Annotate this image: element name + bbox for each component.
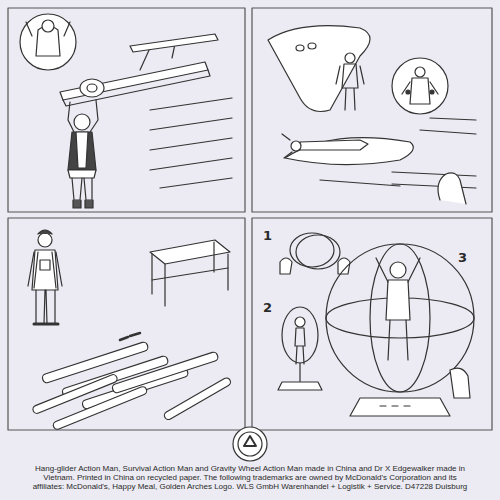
- survival-raft: [28, 230, 232, 430]
- survival-raft-part: [120, 333, 140, 340]
- survival-raft-part-part: [111, 351, 218, 394]
- hang-glider-bar-part: [73, 200, 93, 208]
- gravity-wheel-part: [278, 363, 322, 390]
- hang-glider-bar-part: [63, 70, 210, 106]
- panel-frames-part: [252, 218, 492, 430]
- survival-raft-part: [38, 233, 52, 247]
- recycle-logo: [233, 427, 267, 461]
- glider-wing-part: [406, 90, 410, 94]
- hang-glider-bar-part: [130, 34, 218, 52]
- panel-frames: [8, 8, 492, 430]
- gravity-wheel-part: [370, 244, 430, 392]
- survival-raft-part: [152, 268, 228, 280]
- gravity-wheel-part: [295, 317, 305, 327]
- hang-glider-bar-part: [74, 114, 90, 130]
- glider-wing-part: [438, 173, 466, 204]
- survival-raft-part-part: [52, 386, 148, 431]
- glider-wing-part: [420, 118, 476, 134]
- hang-glider-bar-part: [26, 22, 70, 36]
- gravity-wheel-part: [295, 328, 305, 364]
- gravity-wheel-part: [376, 258, 420, 360]
- panel-frames-part: [8, 8, 245, 212]
- survival-raft-part-part: [163, 377, 232, 421]
- callout-number: 1: [263, 228, 272, 243]
- glider-wing-part: [430, 90, 434, 94]
- gravity-wheel-part: [296, 235, 340, 269]
- glider-wing-part: [402, 78, 438, 104]
- gravity-wheel-part: [390, 262, 406, 278]
- glider-wing-part: [291, 141, 301, 151]
- gravity-wheel-part: [350, 398, 450, 416]
- gravity-wheel-part: [380, 405, 410, 406]
- gravity-wheel-part: [450, 368, 470, 398]
- callout-number: 2: [263, 300, 272, 315]
- recycle-logo-part: [233, 427, 267, 461]
- survival-raft-part: [34, 323, 58, 326]
- glider-wing-part: [415, 67, 425, 77]
- footer-note: Hang-glider Action Man, Survival Action …: [30, 464, 470, 491]
- survival-raft-part: [36, 290, 55, 324]
- survival-raft-part: [32, 250, 58, 290]
- gravity-wheel-part: [282, 307, 318, 363]
- hang-glider-bar-part: [80, 79, 104, 97]
- survival-raft-part: [28, 252, 62, 286]
- panel-frames-part: [8, 218, 245, 430]
- recycle-logo-part: [244, 436, 256, 446]
- glider-wing-part: [285, 138, 413, 165]
- glider-wing-part: [392, 58, 448, 114]
- survival-raft-part-part: [41, 341, 148, 384]
- glider-wing-part: [308, 43, 316, 49]
- glider-wing: [268, 26, 476, 204]
- glider-wing-part: [336, 64, 364, 110]
- survival-raft-part: [32, 341, 232, 430]
- survival-raft-part: [34, 252, 56, 288]
- hang-glider-bar: [20, 14, 232, 208]
- gravity-wheel-part: [386, 280, 410, 320]
- panel-frames-part: [252, 8, 492, 212]
- glider-wing-part: [345, 53, 355, 63]
- gravity-wheel: [278, 233, 474, 416]
- recycle-logo-part: [238, 432, 262, 456]
- hang-glider-bar-part: [42, 20, 54, 32]
- survival-raft-part: [152, 242, 228, 306]
- survival-raft-part: [150, 240, 230, 264]
- survival-raft-part: [38, 230, 52, 234]
- hang-glider-bar-part: [76, 132, 88, 168]
- glider-wing-part: [268, 26, 370, 112]
- hang-glider-bar-part: [68, 100, 98, 132]
- glider-wing-part: [282, 134, 292, 158]
- glider-wing-part: [296, 45, 304, 51]
- hang-glider-bar-part: [72, 178, 92, 200]
- gravity-wheel-part: [280, 258, 350, 274]
- glider-wing-part: [300, 140, 368, 150]
- hang-glider-bar-part: [20, 14, 76, 70]
- hang-glider-bar-part: [87, 84, 97, 92]
- hang-glider-bar-part: [68, 170, 96, 178]
- hang-glider-bar-part: [68, 132, 96, 170]
- hang-glider-bar-part: [150, 98, 232, 188]
- callout-number: 3: [458, 250, 467, 265]
